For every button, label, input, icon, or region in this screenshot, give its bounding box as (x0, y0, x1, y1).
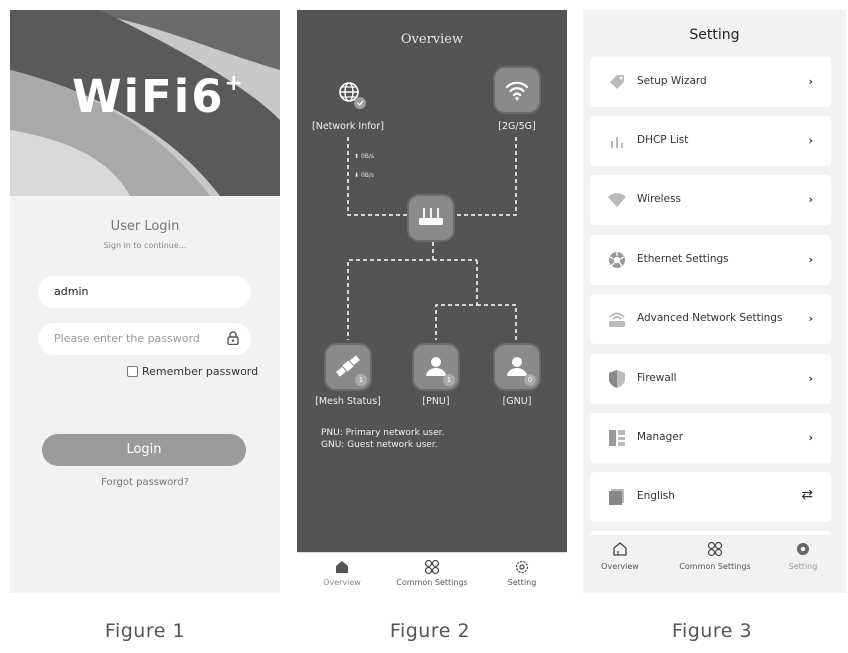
chevron-right-icon: › (808, 134, 813, 147)
tab-setting[interactable]: Setting (763, 535, 843, 576)
wifi-icon (505, 81, 529, 101)
globe-icon[interactable] (335, 78, 369, 112)
legend-pnu: PNU: Primary network user. (321, 428, 445, 438)
gear-icon (515, 560, 529, 574)
password-placeholder: Please enter the password (54, 332, 200, 345)
tag-icon (610, 75, 624, 89)
settings-title: Setting (689, 27, 740, 43)
grid-icon (707, 541, 723, 557)
figure-2-caption: Figure 2 (389, 620, 471, 642)
bottom-tab-bar: Overview Common Settings Setting (583, 535, 846, 593)
home-icon (613, 542, 627, 556)
remember-password[interactable]: Remember password (127, 365, 258, 378)
login-button[interactable]: Login (42, 434, 246, 466)
home-icon (336, 561, 348, 573)
figure-3-caption: Figure 3 (671, 620, 753, 642)
remember-checkbox[interactable] (127, 366, 138, 377)
chevron-right-icon: › (808, 431, 813, 444)
wifi-icon (608, 193, 626, 207)
wifi-label[interactable]: [2G/5G] (498, 121, 536, 132)
wifi-tile[interactable] (495, 68, 539, 112)
language-icon (609, 489, 624, 505)
remember-label: Remember password (142, 365, 259, 378)
tab-overview[interactable]: Overview (583, 535, 657, 576)
tab-setting[interactable]: Setting (477, 553, 567, 593)
settings-screen: Setting Setup Wizard › DHCP List › Wirel… (583, 10, 846, 593)
setting-row-language[interactable]: English ⇄ (590, 472, 831, 522)
figure-1-caption: Figure 1 (104, 620, 186, 642)
tab-common-settings[interactable]: Common Settings (665, 535, 765, 576)
gnu-label[interactable]: [GNU] (502, 396, 532, 407)
user-icon (426, 357, 446, 376)
setting-row-ethernet[interactable]: Ethernet Settings › (590, 235, 831, 285)
guest-user-icon (507, 357, 527, 376)
setting-row-advanced-network[interactable]: Advanced Network Settings › (590, 294, 831, 344)
setting-row-firewall[interactable]: Firewall › (590, 354, 831, 404)
chevron-right-icon: › (808, 193, 813, 206)
setting-row-wireless[interactable]: Wireless › (590, 175, 831, 225)
gear-icon (797, 543, 809, 555)
tab-common-settings[interactable]: Common Settings (387, 553, 477, 593)
topology-lines (347, 137, 517, 340)
bar-chart-icon (611, 137, 623, 148)
chevron-right-icon: › (808, 312, 813, 325)
lock-icon[interactable] (227, 331, 239, 345)
chevron-right-icon: › (808, 253, 813, 266)
overview-screen: Overview [Network Infor] ⬆ 0B/s ⬇ 0B/s [ (297, 10, 567, 593)
router-icon (419, 208, 443, 225)
mesh-tile[interactable]: 1 (326, 345, 370, 389)
username-input[interactable]: admin (38, 276, 251, 308)
setting-row-dhcp-list[interactable]: DHCP List › (590, 116, 831, 166)
hero-background (10, 10, 280, 196)
pnu-tile[interactable]: 1 (414, 345, 458, 389)
chevron-right-icon: › (808, 372, 813, 385)
download-speed: ⬇ 0B/s (354, 172, 375, 179)
setting-row-setup-wizard[interactable]: Setup Wizard › (590, 57, 831, 107)
mesh-count-badge: 1 (355, 374, 367, 386)
bottom-tab-bar: Overview Common Settings Setting (297, 552, 567, 593)
chevron-right-icon: › (808, 75, 813, 88)
tab-overview[interactable]: Overview (297, 553, 387, 593)
gnu-count-badge: 0 (524, 374, 536, 386)
pnu-label[interactable]: [PNU] (422, 396, 450, 407)
shield-icon (609, 370, 625, 388)
manager-icon (609, 430, 625, 446)
login-subtitle: Sign in to continue... (103, 241, 187, 250)
wifi6-logo: WiFi6+ (72, 70, 245, 123)
legend-gnu: GNU: Guest network user. (321, 440, 438, 450)
router-tile[interactable] (409, 196, 453, 240)
ethernet-icon (609, 252, 625, 268)
network-info-label[interactable]: [Network Infor] (312, 121, 384, 132)
password-input[interactable]: Please enter the password (38, 323, 251, 355)
upload-speed: ⬆ 0B/s (354, 153, 375, 160)
swap-icon[interactable]: ⇄ (801, 487, 813, 503)
login-screen: WiFi6+ User Login Sign in to continue...… (10, 10, 280, 593)
grid-icon (424, 559, 440, 575)
overview-title: Overview (400, 32, 464, 47)
setting-row-manager[interactable]: Manager › (590, 413, 831, 463)
gnu-tile[interactable]: 0 (495, 345, 539, 389)
router-icon (609, 312, 625, 327)
login-title: User Login (110, 219, 180, 234)
mesh-status-label[interactable]: [Mesh Status] (315, 396, 381, 407)
pnu-count-badge: 1 (443, 374, 455, 386)
forgot-password-link[interactable]: Forgot password? (101, 477, 189, 488)
satellite-icon (336, 355, 360, 377)
